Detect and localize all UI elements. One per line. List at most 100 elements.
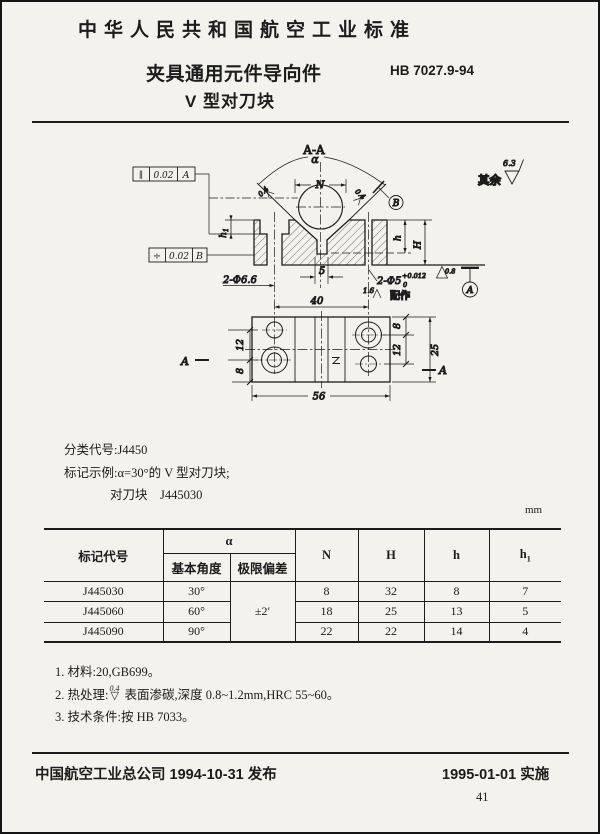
plan-view: 40 56 12 8 xyxy=(180,296,448,404)
svg-text:8: 8 xyxy=(235,368,246,374)
cell-h: 14 xyxy=(423,621,490,643)
table-row: J445060 60° 18 25 13 5 xyxy=(44,600,562,623)
svg-text:12: 12 xyxy=(235,339,246,351)
cell-n: 22 xyxy=(294,621,359,643)
datum-b-link xyxy=(378,187,390,199)
svg-text:+0.012: +0.012 xyxy=(402,272,426,280)
classification-block: 分类代号:J4450 标记示例:α=30°的 V 型对刀块; 对刀块 J4450… xyxy=(64,439,230,507)
note-material: 1. 材料:20,GB699。 xyxy=(55,665,161,679)
footer-effective-date: 1995-01-01 实施 xyxy=(442,767,550,783)
footer-rule xyxy=(32,752,569,754)
dimension-slot5: 5 xyxy=(300,257,343,284)
roughness-hole-mark xyxy=(372,288,382,299)
cell-H: 32 xyxy=(357,580,425,602)
svg-text:2-Φ6.6: 2-Φ6.6 xyxy=(222,275,257,286)
dimension-h1: h1 xyxy=(219,215,253,239)
svg-text:56: 56 xyxy=(313,392,326,403)
section-marks: A A xyxy=(180,355,448,378)
datum-b-circle xyxy=(388,195,404,210)
svg-text:25: 25 xyxy=(430,344,441,357)
unit-label: mm xyxy=(525,504,543,516)
dimension-2phi5: 2-Φ5 +0.012 0 配作 1.6 xyxy=(363,269,427,303)
subtitle-line1: 夹具通用元件导向件 xyxy=(146,64,322,85)
col-header-h1: h1 xyxy=(488,528,562,582)
section-body xyxy=(253,219,388,266)
svg-text:H: H xyxy=(413,240,424,250)
col-header-limit-dev: 极限偏差 xyxy=(229,552,296,582)
svg-text:A: A xyxy=(466,285,474,296)
cell-code: J445060 xyxy=(44,600,164,623)
svg-text:N: N xyxy=(315,180,326,191)
cell-n: 18 xyxy=(294,600,359,623)
angle-arc xyxy=(258,156,386,186)
section-view: B α A-A N 0.4 0.4 xyxy=(132,143,524,376)
cell-h1: 4 xyxy=(488,621,562,643)
svg-text:0: 0 xyxy=(403,281,407,289)
svg-text:5: 5 xyxy=(319,266,325,277)
tolerance-frame-parallel: ∥ 0.02 A xyxy=(132,166,298,235)
cell-angle: 30° xyxy=(162,580,231,602)
cell-H: 22 xyxy=(357,621,425,643)
v-face-extension-left xyxy=(256,182,296,221)
dimension-H: H xyxy=(412,220,427,265)
header-rule xyxy=(32,121,569,123)
svg-text:A: A xyxy=(438,364,447,377)
svg-text:6.3: 6.3 xyxy=(503,159,516,168)
col-header-basic-angle: 基本角度 xyxy=(163,552,231,582)
dimension-left-stack: 12 8 xyxy=(228,326,258,386)
datum-a: A xyxy=(461,266,479,298)
dimension-n: N xyxy=(294,179,347,193)
svg-text:h1: h1 xyxy=(219,228,230,238)
svg-text:其余: 其余 xyxy=(478,173,501,187)
dimension-56: 56 xyxy=(251,385,391,403)
svg-text:8: 8 xyxy=(392,323,403,329)
dimension-right-stack: 8 12 25 xyxy=(383,313,442,383)
angle-symbol: α xyxy=(311,153,319,166)
standard-number: HB 7027.9-94 xyxy=(390,63,475,78)
subtitle-line2: V 型对刀块 xyxy=(185,92,276,111)
col-header-H: H xyxy=(357,528,425,582)
datum-b-label: B xyxy=(392,199,400,209)
cell-h1: 7 xyxy=(488,580,562,602)
svg-text:h: h xyxy=(393,235,404,241)
cell-H: 25 xyxy=(357,600,425,623)
footer-issuer: 中国航空工业总公司 1994-10-31 发布 xyxy=(35,767,277,783)
standard-title: 中华人民共和国航空工业标准 xyxy=(77,20,416,41)
cell-angle: 60° xyxy=(162,600,231,623)
roughness-base: 0.8 xyxy=(435,265,456,279)
marking-example-2: 对刀块 J445030 xyxy=(110,488,203,502)
cell-angle: 90° xyxy=(162,621,231,643)
table-row: J445090 90° 22 22 14 4 xyxy=(44,621,562,643)
svg-text:2-Φ5: 2-Φ5 xyxy=(376,276,401,287)
svg-text:∥: ∥ xyxy=(139,170,143,181)
col-header-h: h xyxy=(423,528,490,582)
svg-text:配作: 配作 xyxy=(390,289,410,302)
marking-example: 标记示例:α=30°的 V 型对刀块; xyxy=(64,465,230,480)
svg-text:B: B xyxy=(195,251,203,262)
table-row: J445030 30° ±2′ 8 32 8 7 xyxy=(44,580,562,643)
svg-text:12: 12 xyxy=(392,344,403,356)
plan-holes xyxy=(255,321,385,374)
step-mark xyxy=(331,357,341,364)
col-header-alpha: α xyxy=(162,528,296,554)
svg-text:0.02: 0.02 xyxy=(169,252,189,262)
note-tech-conditions: 3. 技术条件:按 HB 7033。 xyxy=(55,710,195,724)
svg-text:÷: ÷ xyxy=(153,251,161,262)
svg-text:A: A xyxy=(180,355,189,368)
cell-limit-dev: ±2′ xyxy=(229,580,296,643)
col-header-code: 标记代号 xyxy=(44,528,164,582)
roughness-inline-icon: 0.4▽ xyxy=(109,683,120,702)
roughness-v-left: 0.4 xyxy=(256,185,275,199)
cell-n: 8 xyxy=(294,580,359,602)
svg-text:40: 40 xyxy=(310,296,324,307)
cell-code: J445090 xyxy=(44,621,164,643)
section-title: A-A xyxy=(302,143,325,157)
cell-h: 13 xyxy=(423,600,490,623)
roughness-hole-value: 1.6 xyxy=(363,287,375,295)
dimension-h: h xyxy=(331,219,432,254)
svg-text:0.02: 0.02 xyxy=(153,171,173,181)
spec-table: 标记代号 α N H h h1 基本角度 极限偏差 J445030 30° ±2… xyxy=(44,528,562,643)
technical-drawing: B α A-A N 0.4 0.4 xyxy=(132,143,524,404)
notes-block: 1. 材料:20,GB699。 2. 热处理:0.4▽表面渗碳,深度 0.8~1… xyxy=(55,661,339,729)
